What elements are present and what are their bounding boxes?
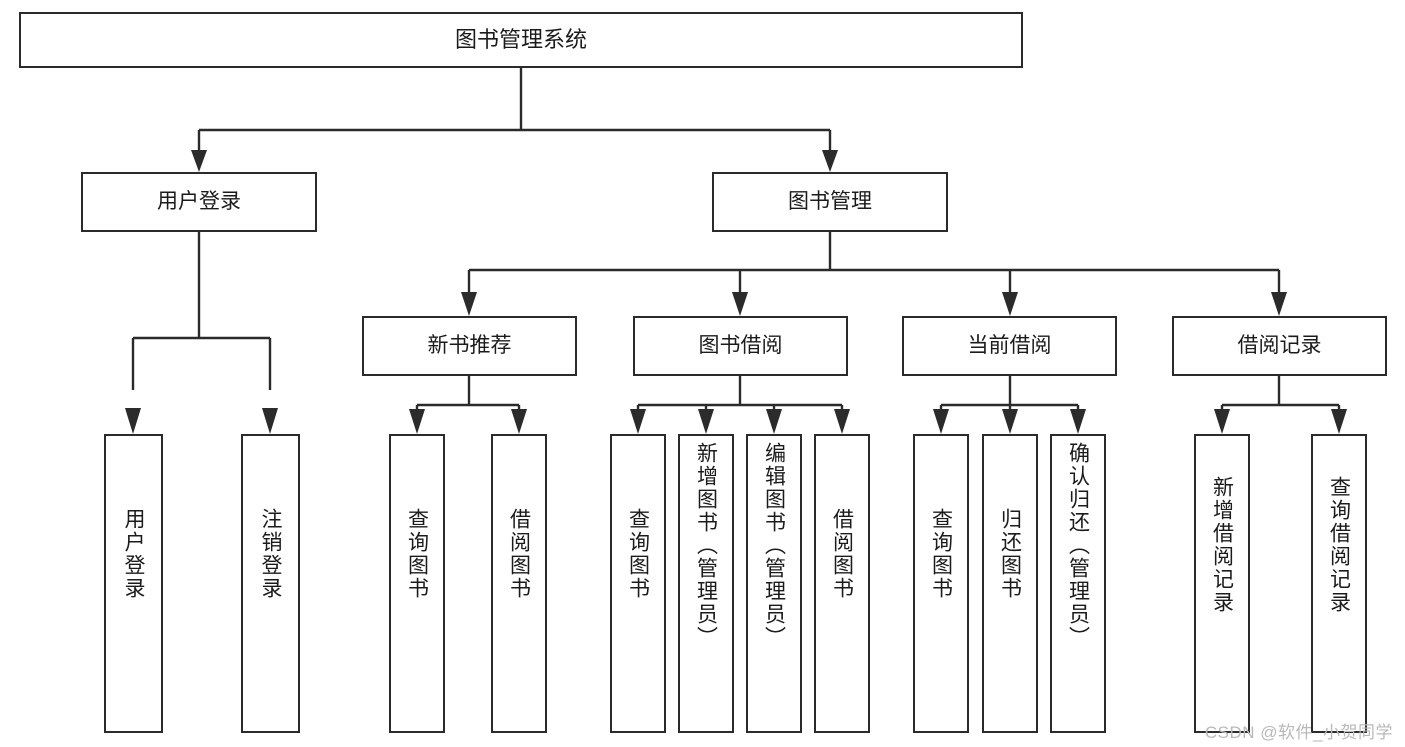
node-current-borrowing[interactable]: 当前借阅 xyxy=(902,316,1117,376)
leaf-return-book[interactable]: 归还图书 xyxy=(982,434,1038,733)
node-label: 图书管理系统 xyxy=(454,26,587,52)
node-label: 用户登录 xyxy=(122,508,145,600)
node-label: 新书推荐 xyxy=(427,334,512,358)
node-book-borrowing[interactable]: 图书借阅 xyxy=(633,316,848,376)
node-label: 图书管理 xyxy=(788,190,872,214)
leaf-confirm-return-admin[interactable]: 确认归还（管理员） xyxy=(1050,434,1106,733)
leaf-borrow-book-borrowing[interactable]: 借阅图书 xyxy=(814,434,870,733)
node-label: 确认归还（管理员） xyxy=(1066,442,1090,649)
node-user-login[interactable]: 用户登录 xyxy=(81,172,317,232)
node-label: 注销登录 xyxy=(259,508,282,600)
node-new-book-recommendation[interactable]: 新书推荐 xyxy=(362,316,577,376)
node-label: 用户登录 xyxy=(157,190,241,214)
leaf-query-borrow-record[interactable]: 查询借阅记录 xyxy=(1311,434,1367,733)
leaf-query-book-recommendation[interactable]: 查询图书 xyxy=(389,434,445,733)
node-label: 当前借阅 xyxy=(967,334,1052,358)
node-label: 借阅记录 xyxy=(1237,334,1322,358)
node-label: 新增图书（管理员） xyxy=(694,442,718,649)
node-root-book-management-system[interactable]: 图书管理系统 xyxy=(19,12,1023,68)
node-borrowing-records[interactable]: 借阅记录 xyxy=(1172,316,1387,376)
leaf-edit-book-admin[interactable]: 编辑图书（管理员） xyxy=(746,434,802,733)
watermark-text: CSDN @软件_小贺同学 xyxy=(1204,723,1393,742)
node-label: 归还图书 xyxy=(998,508,1022,600)
node-label: 查询图书 xyxy=(405,508,429,600)
node-label: 新增借阅记录 xyxy=(1210,476,1234,614)
node-label: 查询图书 xyxy=(626,508,650,600)
leaf-query-book-borrowing[interactable]: 查询图书 xyxy=(610,434,666,733)
leaf-query-book-current[interactable]: 查询图书 xyxy=(913,434,969,733)
leaf-logout[interactable]: 注销登录 xyxy=(241,434,300,733)
node-label: 图书借阅 xyxy=(698,334,783,358)
node-book-management[interactable]: 图书管理 xyxy=(712,172,948,232)
leaf-add-borrow-record[interactable]: 新增借阅记录 xyxy=(1194,434,1250,733)
leaf-user-login[interactable]: 用户登录 xyxy=(104,434,163,733)
leaf-add-book-admin[interactable]: 新增图书（管理员） xyxy=(678,434,734,733)
node-label: 借阅图书 xyxy=(830,508,854,600)
node-label: 编辑图书（管理员） xyxy=(762,442,786,649)
node-label: 查询借阅记录 xyxy=(1327,476,1351,614)
node-label: 借阅图书 xyxy=(507,508,531,600)
node-label: 查询图书 xyxy=(929,508,953,600)
leaf-borrow-book-recommendation[interactable]: 借阅图书 xyxy=(491,434,547,733)
